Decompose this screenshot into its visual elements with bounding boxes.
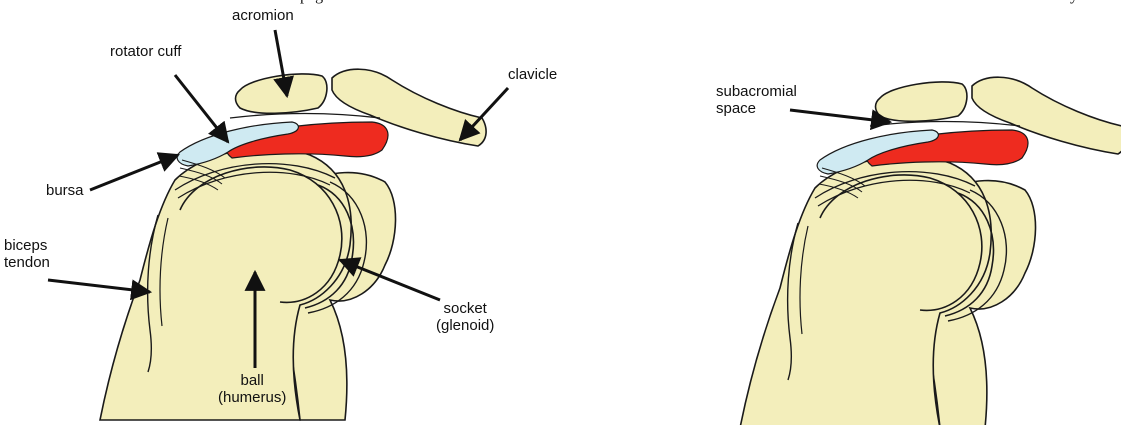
left-shoulder-drawing [100,69,486,420]
subacromial-line1: subacromial [716,83,797,100]
left-shoulder-diagram [100,69,486,420]
bursa-arrow [90,155,178,190]
socket-label: socket (glenoid) [436,300,494,334]
socket-line1: socket [436,300,494,317]
biceps-tendon-line1: biceps [4,237,50,254]
right-shoulder-drawing [740,77,1121,425]
biceps-tendon-label: biceps tendon [4,237,50,271]
acromion-label: acromion [232,7,294,24]
subacromial-space-arrow [790,110,890,122]
biceps-tendon-arrow [48,280,150,292]
biceps-tendon-line2: tendon [4,254,50,271]
rotator-cuff-arrow [175,75,228,142]
clavicle-label: clavicle [508,66,557,83]
ball-line1: ball [218,372,286,389]
subacromial-line2: space [716,100,797,117]
rotator-cuff-label: rotator cuff [110,43,181,60]
bursa-label: bursa [46,182,84,199]
ball-label: ball (humerus) [218,372,286,406]
right-shoulder-diagram [740,77,1121,425]
subacromial-space-label: subacromial space [716,83,797,117]
ball-line2: (humerus) [218,389,286,406]
socket-line2: (glenoid) [436,317,494,334]
